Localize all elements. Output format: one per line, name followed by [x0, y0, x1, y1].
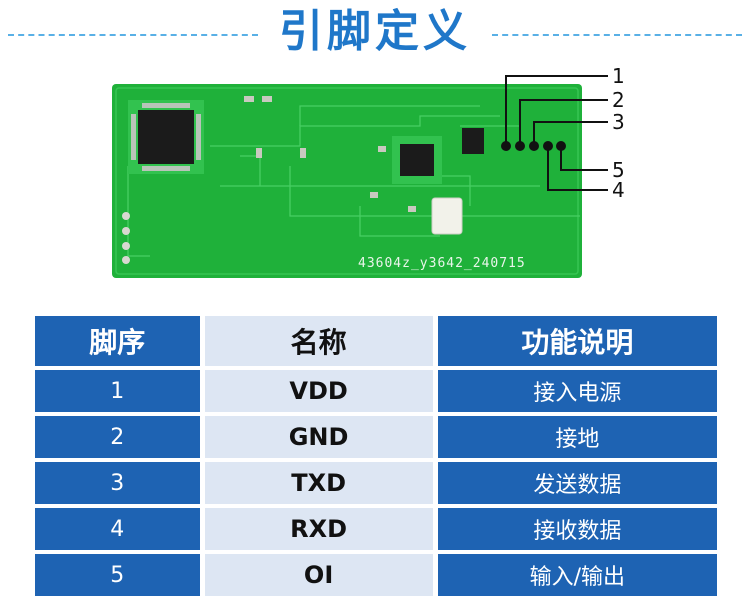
- cell-pin: 4: [35, 508, 200, 550]
- chip3: [462, 128, 484, 154]
- cell-pin: 2: [35, 416, 200, 458]
- header-function: 功能说明: [437, 316, 717, 366]
- title-bar: 引脚定义: [0, 0, 750, 66]
- cell-name: OI: [204, 554, 433, 596]
- header-name: 名称: [204, 316, 433, 366]
- pin-label-4: 4: [612, 178, 625, 202]
- cell-function: 发送数据: [437, 462, 717, 504]
- pin-label-1: 1: [612, 64, 625, 88]
- pcb-photo: 43604z_y3642_240715 1 2 3 5 4: [0, 66, 750, 296]
- cell-function: 输入/输出: [437, 554, 717, 596]
- pin-label-2: 2: [612, 88, 625, 112]
- cell-pin: 5: [35, 554, 200, 596]
- cell-pin: 1: [35, 370, 200, 412]
- table-header-row: 脚序 名称 功能说明: [35, 316, 717, 366]
- page-title: 引脚定义: [279, 6, 471, 57]
- pcb-silkscreen-label: 43604z_y3642_240715: [358, 256, 526, 271]
- cell-name: TXD: [204, 462, 433, 504]
- table-row: 3 TXD 发送数据: [35, 462, 717, 504]
- pcb-drawing: [112, 75, 608, 278]
- cell-name: VDD: [204, 370, 433, 412]
- title-dash-left: [8, 34, 258, 36]
- chip2: [400, 144, 434, 176]
- pin-label-3: 3: [612, 110, 625, 134]
- cell-name: RXD: [204, 508, 433, 550]
- mcu-chip: [138, 110, 194, 164]
- cell-function: 接入电源: [437, 370, 717, 412]
- header-pin: 脚序: [35, 316, 200, 366]
- table-row: 4 RXD 接收数据: [35, 508, 717, 550]
- pin-label-5: 5: [612, 158, 625, 182]
- pin-leader-lines: [505, 75, 608, 191]
- cell-function: 接收数据: [437, 508, 717, 550]
- pin-definition-table: 脚序 名称 功能说明 1 VDD 接入电源 2 GND 接地 3 TXD 发送数…: [30, 312, 722, 600]
- table-row: 1 VDD 接入电源: [35, 370, 717, 412]
- table-row: 5 OI 输入/输出: [35, 554, 717, 596]
- cell-name: GND: [204, 416, 433, 458]
- table-row: 2 GND 接地: [35, 416, 717, 458]
- title-dash-right: [492, 34, 742, 36]
- crystal: [431, 197, 463, 235]
- cell-function: 接地: [437, 416, 717, 458]
- cell-pin: 3: [35, 462, 200, 504]
